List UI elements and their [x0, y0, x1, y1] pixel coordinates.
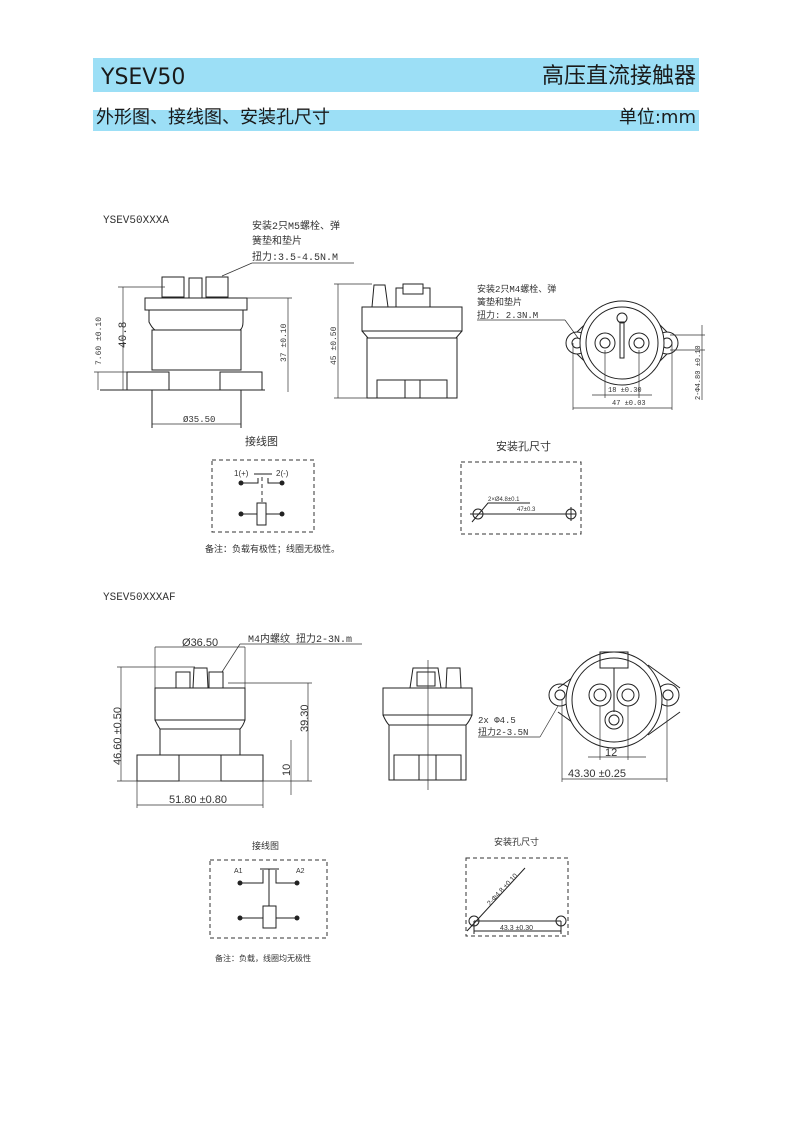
- remark-af: 备注：负载，线圈均无极性: [215, 953, 311, 963]
- top-note-a-3: 扭力: 2.3N.M: [477, 309, 538, 321]
- mount-holes-af: 2-Φ4.8 ±0.10: [486, 873, 519, 908]
- top-view-a: [565, 300, 679, 386]
- variant-a-label: YSEV50XXXA: [103, 215, 169, 227]
- wiring-box-af: [209, 859, 328, 939]
- variant-af-label: YSEV50XXXAF: [103, 592, 176, 604]
- bolt-note-3: 扭力:3.5-4.5N.M: [252, 250, 338, 264]
- top-note-a-2: 簧垫和垫片: [477, 296, 522, 308]
- top-note-af-1: 2x Φ4.5: [478, 716, 516, 726]
- dim-side-45: 45 ±0.50: [330, 326, 339, 365]
- terminal-a1-label: A1: [234, 868, 243, 875]
- dim-base-10: 10: [281, 764, 293, 776]
- unit-label: 单位:mm: [618, 107, 696, 128]
- bolt-note-1: 安装2只M5螺栓、弹: [252, 219, 340, 233]
- wiring-box-a: [211, 459, 315, 533]
- wiring-title-a: 接线图: [245, 434, 278, 448]
- dim-base-width: 51.80 ±0.80: [169, 794, 227, 806]
- mount-holes-a: 2×Ø4.8±0.1: [488, 497, 520, 503]
- mount-box-af: [465, 857, 569, 937]
- terminal-a2-label: A2: [296, 868, 305, 875]
- dim-height-46-60: 46.60 ±0.50: [112, 707, 124, 765]
- model-title: YSEV50: [101, 65, 186, 90]
- product-title: 高压直流接触器: [541, 64, 696, 89]
- wiring-diagram-af: A1 A2: [234, 868, 305, 929]
- wiring-diagram-a: 1(+) 2(-): [234, 469, 289, 526]
- top-view-af: [548, 651, 681, 749]
- side-view-a: [361, 283, 463, 399]
- dim-hole-47: 47 ±0.03: [612, 400, 646, 408]
- terminal-neg-label: 2(-): [276, 469, 289, 478]
- front-view-a: [100, 276, 265, 428]
- mount-box-a: [460, 461, 582, 535]
- wiring-title-af: 接线图: [252, 840, 279, 851]
- bolt-note-2: 簧垫和垫片: [252, 234, 302, 248]
- dim-diameter-af: Ø36.50: [182, 637, 218, 649]
- dim-height-40-8: 40.8: [118, 322, 130, 348]
- header-bar: YSEV50 高压直流接触器: [93, 58, 699, 92]
- thread-note: M4内螺纹 扭力2-3N.m: [248, 632, 352, 646]
- front-view-af: [136, 667, 264, 782]
- mount-spacing-a: 47±0.3: [517, 507, 536, 513]
- dim-cap-39-30: 39.30: [299, 704, 311, 732]
- mount-title-af: 安装孔尺寸: [494, 836, 539, 847]
- dim-base-7-60: 7.60 ±0.10: [95, 317, 104, 365]
- dim-terminal-12: 12: [605, 747, 617, 759]
- remark-a: 备注：负载有极性；线圈无极性。: [205, 543, 340, 554]
- dim-diameter-a: Ø35.50: [183, 415, 215, 425]
- dim-terminal-18: 18 ±0.30: [608, 387, 642, 395]
- mount-title-a: 安装孔尺寸: [496, 439, 551, 453]
- terminal-pos-label: 1(+): [234, 469, 249, 478]
- dim-cap-37: 37 ±0.10: [280, 323, 289, 362]
- section-bar: 外形图、接线图、安装孔尺寸 单位:mm: [93, 107, 699, 131]
- dim-hole-dia-a: 2-Φ4.80 ±0.10: [695, 345, 703, 400]
- top-note-af-2: 扭力2-3.5N: [478, 726, 528, 738]
- section-title: 外形图、接线图、安装孔尺寸: [96, 107, 330, 128]
- mount-diagram-a: 2×Ø4.8±0.1 47±0.3: [470, 497, 577, 523]
- top-note-a-1: 安装2只M4螺栓、弹: [477, 283, 556, 295]
- dim-hole-43-30: 43.30 ±0.25: [568, 768, 626, 780]
- mount-spacing-af: 43.3 ±0.30: [500, 925, 533, 932]
- side-view-af: [382, 660, 473, 790]
- mount-diagram-af: 2-Φ4.8 ±0.10 43.3 ±0.30: [466, 867, 567, 934]
